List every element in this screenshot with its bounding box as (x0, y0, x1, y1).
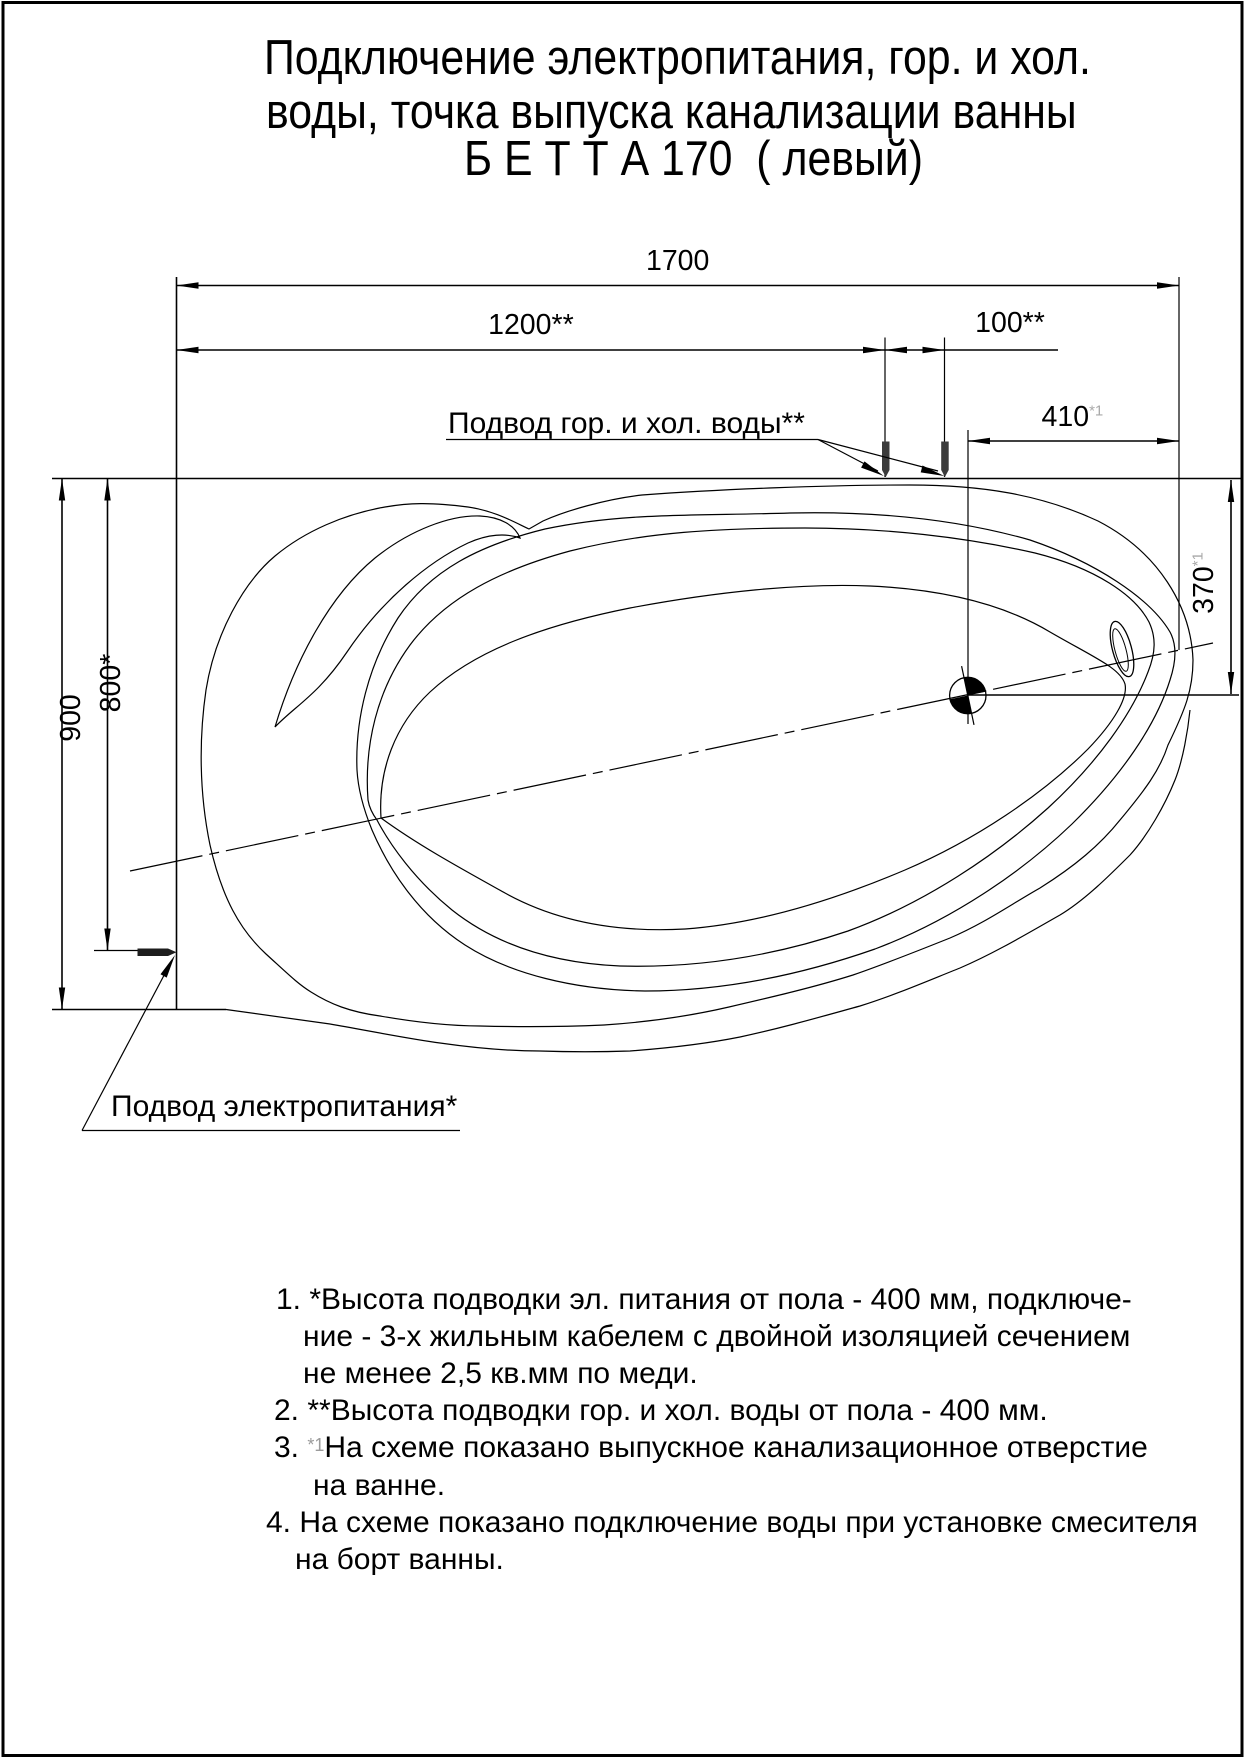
title-line-2: воды, точка выпуска канализации ванны (265, 84, 1077, 139)
dim-410 (968, 437, 1179, 445)
dim-370 (1227, 480, 1235, 694)
water-supply-label: Подвод гор. и хол. воды** (448, 407, 805, 440)
dim-900-arrowhead (58, 987, 66, 1010)
bathtub-bowl-contour (380, 584, 1126, 931)
dim-800-arrowhead (104, 928, 111, 951)
dim-1200-100-arrowhead (863, 346, 885, 354)
dim-410-footnote-mark: *1 (1089, 402, 1104, 420)
note-line: на ванне. (313, 1468, 446, 1502)
center-axis-line (129, 642, 1214, 872)
note-line: 1. *Высота подводки эл. питания от пола … (276, 1282, 1132, 1316)
dim-370-label: 370*1 (1188, 552, 1221, 614)
dim-410-arrowhead (1157, 437, 1179, 445)
power-leader (81, 955, 460, 1132)
drain-symbol (948, 676, 987, 715)
dim-1200-100-arrowhead (922, 346, 945, 354)
dim-370-arrowhead (1227, 480, 1235, 502)
water-leader-arrowhead (920, 465, 945, 476)
water-leader-arrowhead (861, 461, 884, 476)
dim-370-arrowhead (1227, 672, 1235, 694)
dim-800-arrowhead (104, 478, 111, 501)
drain-symbol-quadrant (950, 695, 972, 714)
dim-100-label: 100** (975, 306, 1045, 339)
dim-370-footnote-mark: *1 (1189, 552, 1207, 567)
deck-crescent-cutout (274, 515, 522, 728)
power-leader-arrowhead (160, 955, 175, 978)
power-supply-label: Подвод электропитания* (111, 1089, 458, 1123)
power-connection-mark (137, 948, 177, 956)
dim-900 (58, 478, 66, 1010)
bathtub-basin-edge (366, 527, 1155, 967)
drain-symbol-quadrant (964, 677, 986, 696)
title-line-1: Подключение электропитания, гор. и хол. (263, 31, 1091, 85)
dim-1700 (176, 282, 1179, 289)
dim-1700-arrowhead (1157, 282, 1179, 289)
overflow-hole-ellipse (1109, 620, 1135, 678)
note-line: 4. На схеме показано подключение воды пр… (266, 1505, 1198, 1539)
note-line: на борт ванны. (295, 1542, 504, 1576)
dim-800-label: 800* (95, 653, 128, 713)
dim-1700-label: 1700 (645, 245, 710, 278)
dim-1200-label: 1200** (488, 309, 574, 342)
power-connection-mark-bar (137, 948, 177, 956)
dim-800 (94, 478, 138, 952)
note-line: 2. **Высота подводки гор. и хол. воды от… (274, 1394, 1048, 1428)
dim-1200-100-arrowhead (176, 346, 199, 354)
dim-1200-100-arrowhead (885, 346, 907, 354)
water-leader-line (817, 438, 939, 472)
power-leader-line (81, 963, 171, 1131)
bathtub-apron-line (225, 709, 1191, 1053)
dim-410-label: 410*1 (1041, 401, 1104, 434)
dim-900-arrowhead (58, 478, 66, 501)
dim-900-label: 900 (54, 693, 87, 742)
water-leader (446, 438, 945, 476)
bathtub-outline (200, 484, 1194, 1028)
dim-1700-arrowhead (176, 282, 199, 289)
overflow-hole (1109, 620, 1135, 678)
dim-410-arrowhead (968, 437, 990, 445)
water-connection-marks-bar (941, 441, 949, 477)
water-connection-marks (882, 441, 949, 477)
note-line: не менее 2,5 кв.мм по меди. (303, 1356, 698, 1390)
bathtub-rim-inner (356, 512, 1176, 992)
note-line: ние - 3-х жильным кабелем с двойной изол… (303, 1319, 1131, 1353)
note-line: 3. *1На схеме показано выпускное канализ… (274, 1431, 1148, 1465)
title-line-3: Б Е Т Т А 170 ( левый) (464, 131, 923, 186)
water-connection-marks-bar (882, 441, 890, 477)
overflow-hole-ellipse (1112, 628, 1129, 672)
